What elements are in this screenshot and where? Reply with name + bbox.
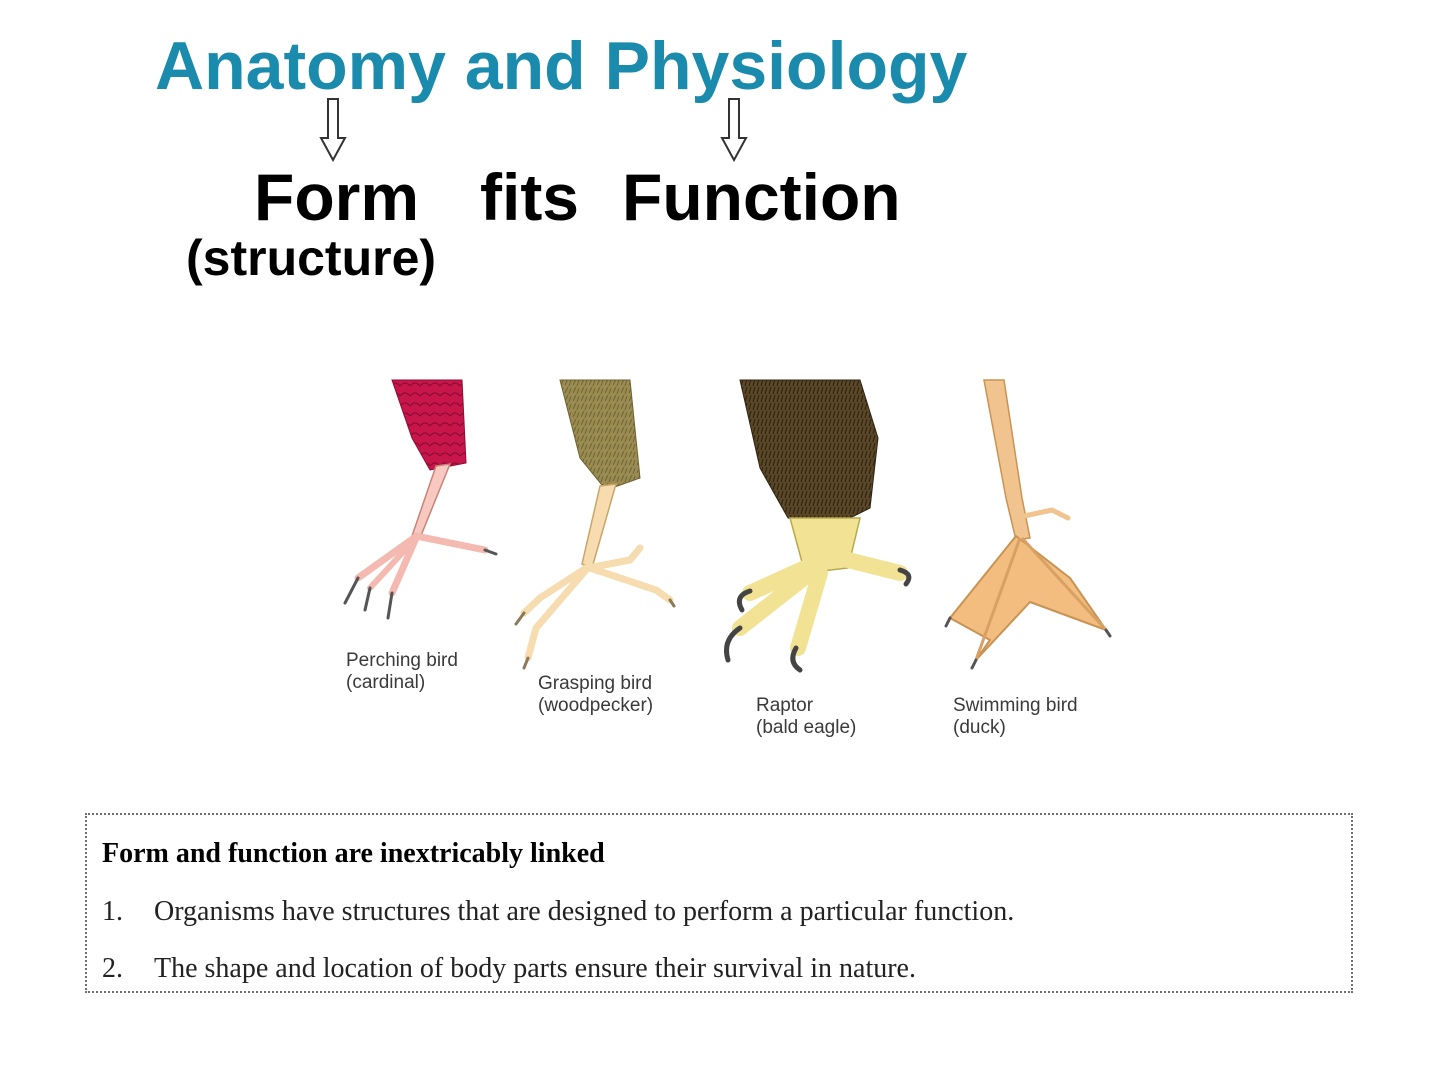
swimming-bird-foot	[944, 379, 1112, 670]
down-arrow-icon	[720, 98, 748, 162]
down-arrow-icon	[319, 98, 347, 162]
list-item: 1. Organisms have structures that are des…	[102, 895, 1014, 929]
list-text: Organisms have structures that are desig…	[154, 896, 1015, 927]
slide-title: Anatomy and Physiology	[155, 28, 968, 104]
caption-line: (duck)	[953, 717, 1006, 738]
summary-box: Form and function are inextricably linke…	[85, 813, 1353, 993]
caption-line: (woodpecker)	[538, 695, 654, 716]
list-item: 2. The shape and location of body parts e…	[102, 952, 916, 986]
bird-feet-illustration	[343, 379, 1112, 673]
caption-line: (cardinal)	[346, 672, 426, 693]
grasping-bird-foot	[514, 379, 676, 670]
form-word: Form	[254, 160, 419, 234]
caption-perching-bird: Perching bird (cardinal)	[346, 650, 458, 694]
caption-line: Grasping bird	[538, 673, 653, 694]
structure-note: (structure)	[186, 230, 437, 286]
summary-heading: Form and function are inextricably linke…	[102, 838, 605, 869]
caption-raptor: Raptor (bald eagle)	[756, 695, 856, 739]
function-word: Function	[622, 160, 901, 234]
caption-line: (bald eagle)	[756, 717, 857, 738]
list-text: The shape and location of body parts ens…	[154, 953, 916, 984]
list-number: 2.	[102, 953, 123, 984]
caption-swimming-bird: Swimming bird (duck)	[953, 695, 1078, 739]
list-number: 1.	[102, 896, 123, 927]
caption-line: Perching bird	[346, 650, 458, 671]
caption-line: Swimming bird	[953, 695, 1078, 716]
caption-line: Raptor	[756, 695, 814, 716]
perching-bird-foot	[343, 379, 498, 620]
raptor-foot	[724, 379, 912, 673]
fits-word: fits	[480, 160, 579, 234]
caption-grasping-bird: Grasping bird (woodpecker)	[538, 673, 653, 717]
